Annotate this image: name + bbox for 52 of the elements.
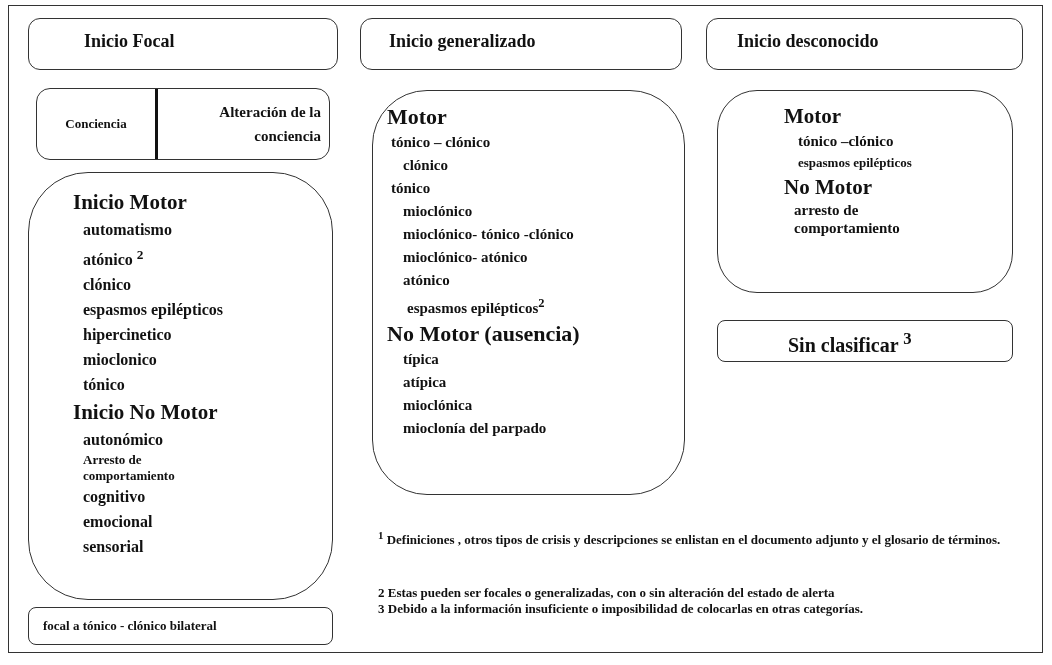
seizure-type-text: autonómico: [83, 430, 163, 451]
seizure-type-text: hipercinetico: [83, 325, 172, 346]
seizure-type-text: Arresto de comportamiento: [83, 452, 176, 485]
seizure-type-text: cognitivo: [83, 487, 146, 508]
category-title: Inicio desconocido: [737, 31, 879, 52]
footnote-text: 2 Estas pueden ser focales o generalizadas, con o sin alteración del estado de alerta: [378, 585, 836, 601]
seizure-type-text: tónico: [83, 375, 125, 396]
group-heading: Inicio Motor: [73, 189, 187, 216]
seizure-type-text: típica: [403, 350, 439, 369]
seizure-type-text: tónico – clónico: [391, 133, 491, 152]
seizure-type-text: sensorial: [83, 537, 144, 558]
footnote-text: $^{1}$ Definiciones , otros tipos de crisis y descripciones se enlistan en el documento adjunto y el glosario de términos.: [378, 528, 1002, 549]
seizure-type-text: mioclónica: [403, 396, 473, 415]
category-title: Inicio Focal: [84, 31, 175, 52]
seizure-type-text: mioclónico- tónico -clónico: [403, 225, 574, 244]
awareness-label: Alteración de la conciencia: [155, 89, 329, 159]
group-heading: No Motor (ausencia): [387, 320, 580, 348]
seizure-type-text: mioclónico- atónico: [403, 248, 528, 267]
seizure-type-panel: [28, 172, 333, 600]
category-box: [28, 607, 333, 645]
seizure-type-text: clónico: [83, 275, 131, 296]
seizure-type-panel: [372, 90, 685, 495]
category-box: [706, 18, 1023, 70]
seizure-type-text: mioclonico: [83, 350, 157, 371]
category-title: Sin clasificar $^{3}$: [788, 329, 912, 357]
seizure-type-text: mioclonía del parpado: [403, 419, 547, 438]
category-box: [28, 18, 338, 70]
category-box: [360, 18, 682, 70]
seizure-type-text: espasmos epilépticos$^{2}$: [407, 295, 545, 318]
category-title: focal a tónico - clónico bilateral: [43, 618, 217, 634]
seizure-type-text: tónico: [391, 179, 431, 198]
seizure-type-text: mioclónico: [403, 202, 473, 221]
category-box: [717, 320, 1013, 362]
category-title: Inicio generalizado: [389, 31, 536, 52]
seizure-type-text: espasmos epilépticos: [798, 154, 912, 172]
seizure-type-text: atípica: [403, 373, 447, 392]
seizure-type-text: arresto de comportamiento: [794, 201, 901, 237]
seizure-type-text: clónico: [403, 156, 448, 175]
seizure-type-text: espasmos epilépticos: [83, 300, 223, 321]
seizure-type-panel: [717, 90, 1013, 293]
seizure-type-text: emocional: [83, 512, 153, 533]
seizure-type-text: tónico –clónico: [798, 132, 894, 151]
group-heading: Inicio No Motor: [73, 399, 218, 427]
group-heading: Motor: [784, 103, 842, 130]
group-heading: No Motor: [784, 174, 873, 201]
awareness-box: [36, 88, 330, 160]
seizure-type-text: atónico $^{2}$: [83, 246, 144, 271]
seizure-type-text: atónico: [403, 271, 450, 290]
group-heading: Motor: [387, 103, 447, 131]
seizure-type-text: automatismo: [83, 220, 172, 240]
awareness-label: Conciencia: [64, 115, 128, 133]
footnote-text: 3 Debido a la información insuficiente o imposibilidad de colocarlas en otras categorías.: [378, 601, 864, 617]
